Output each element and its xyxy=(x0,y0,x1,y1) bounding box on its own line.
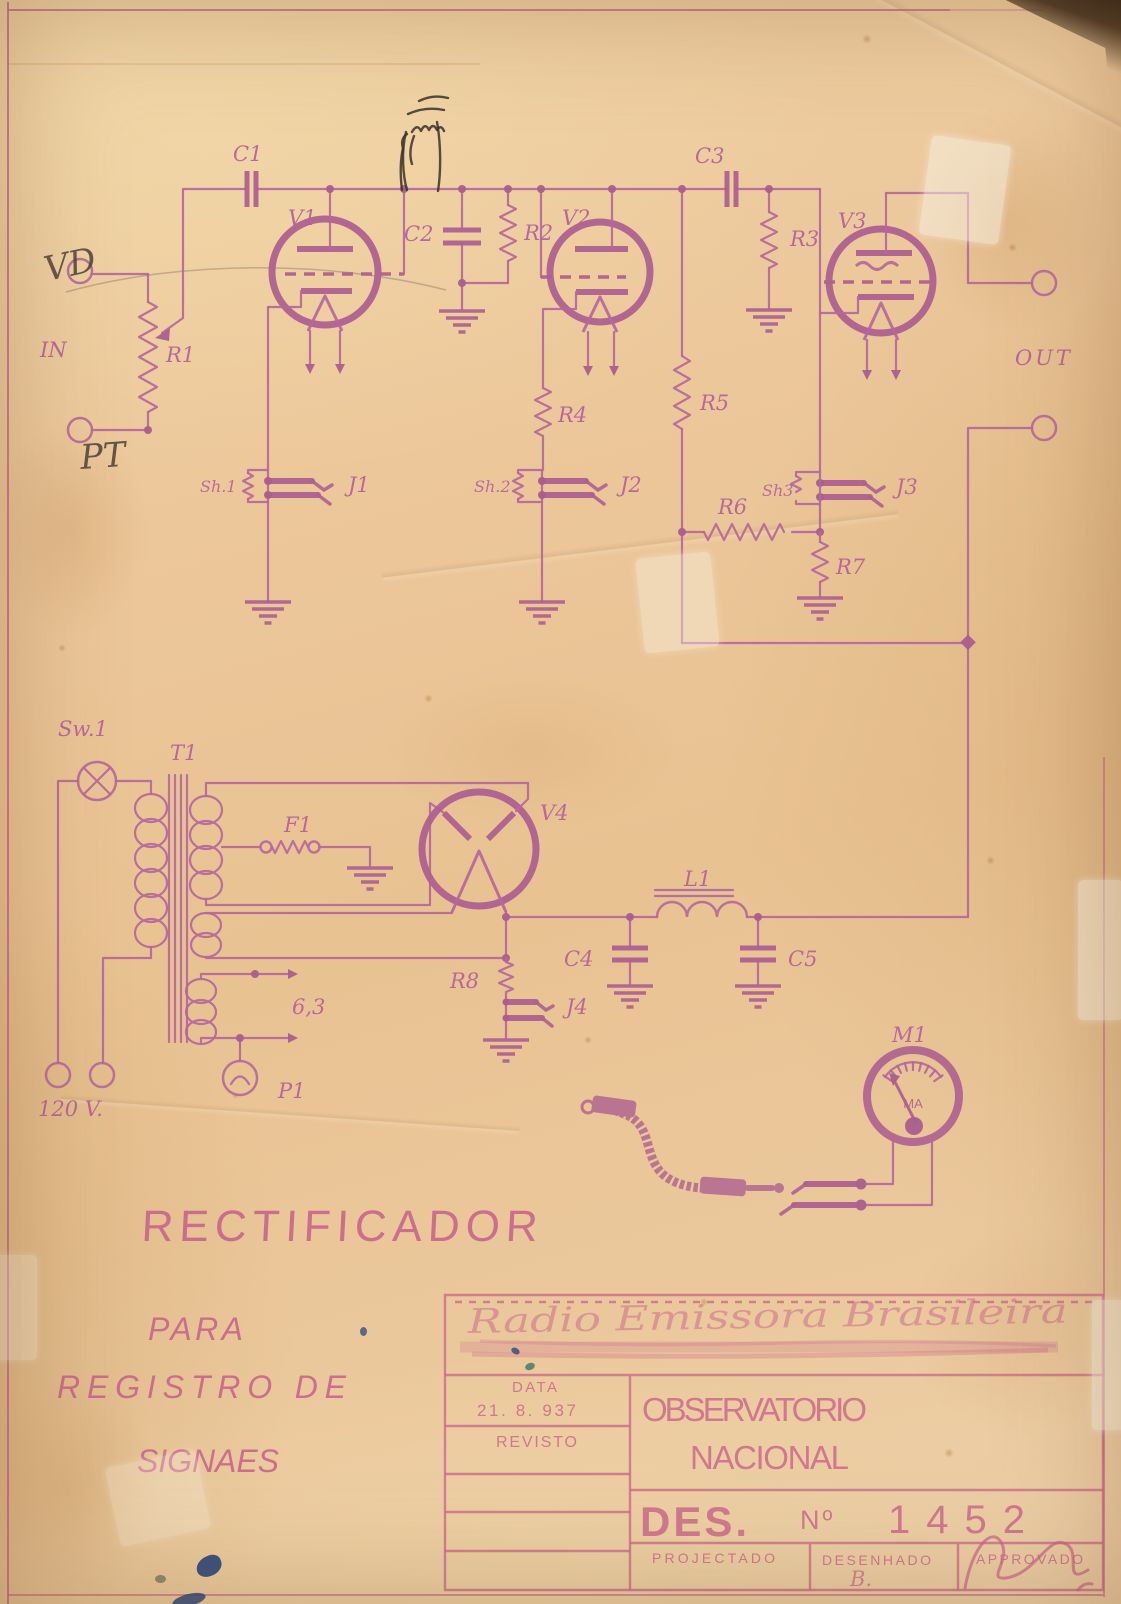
tube-v1: V1 xyxy=(266,185,408,374)
title-block: Radio Emissora Brasileira DATA 21. 8. 93… xyxy=(443,1292,1105,1592)
inductor-l1: L1 xyxy=(653,867,749,919)
jack-j2-shunt-sh2: Sh.2 J2 xyxy=(474,468,642,625)
b-plus-rail xyxy=(680,634,976,651)
label-r3: R3 xyxy=(789,227,819,251)
label-t1: T1 xyxy=(170,741,197,765)
label-mains: 120 V. xyxy=(38,1097,103,1121)
ink-doodle-hand xyxy=(399,95,450,193)
drawing-subtitle-1: PARA xyxy=(148,1311,253,1347)
drawing-number: 1452 xyxy=(888,1498,1028,1542)
capacitor-c5: C5 xyxy=(733,913,817,1009)
label-sw1: Sw.1 xyxy=(58,717,108,741)
resistor-r6: R6 xyxy=(678,495,824,542)
output-terminals: OUT xyxy=(884,191,1073,919)
company-script: Radio Emissora Brasileira xyxy=(466,1292,1068,1342)
jack-j3-shunt-sh3: Sh3 J3 xyxy=(762,468,918,534)
org-name-line1: OBSERVATORIO xyxy=(642,1391,870,1428)
label-sh3: Sh3 xyxy=(762,481,793,500)
resistor-r5: R5 xyxy=(672,185,729,645)
label-sh2: Sh.2 xyxy=(474,477,511,496)
approvado-signature xyxy=(963,1535,1094,1592)
capacitor-c3: C3 xyxy=(695,144,739,207)
resistor-r3: R3 xyxy=(744,185,819,333)
desenhado-label: DESENHADO xyxy=(822,1552,934,1568)
label-c1: C1 xyxy=(233,142,262,166)
label-r1: R1 xyxy=(165,343,195,367)
label-v3: V3 xyxy=(838,209,867,233)
capacitor-c2: C2 xyxy=(404,185,510,334)
data-label: DATA xyxy=(512,1379,560,1396)
label-r8: R8 xyxy=(449,969,479,993)
label-l1: L1 xyxy=(683,867,711,891)
label-heater-tap: 6,3 xyxy=(292,995,325,1019)
label-v1: V1 xyxy=(288,206,317,230)
pilot-lamp-p1: P1 xyxy=(221,1059,306,1103)
label-r5: R5 xyxy=(699,391,729,415)
capacitor-c4: C4 xyxy=(564,913,655,1009)
label-v2: V2 xyxy=(562,206,591,230)
projectado-label: PROJECTADO xyxy=(652,1550,778,1566)
label-r7: R7 xyxy=(835,555,866,579)
terminal-label-pt: PT xyxy=(78,435,130,478)
label-r4: R4 xyxy=(557,403,587,427)
patch-cord xyxy=(580,1095,784,1197)
label-c4: C4 xyxy=(564,947,593,971)
date-value: 21. 8. 937 xyxy=(477,1401,579,1420)
label-j1: J1 xyxy=(344,473,370,497)
input-terminals: VD PT IN xyxy=(39,240,447,478)
capacitor-c1: C1 xyxy=(181,142,332,207)
tube-v3: V3 xyxy=(818,187,938,472)
resistor-r2: R2 xyxy=(498,185,553,285)
label-j4: J4 xyxy=(562,995,588,1019)
label-c3: C3 xyxy=(695,144,724,168)
label-sh1: Sh.1 xyxy=(200,477,237,496)
label-c5: C5 xyxy=(788,947,817,971)
potentiometer-r1: R1 xyxy=(137,188,195,434)
fuse-f1: F1 xyxy=(220,813,395,891)
label-j2: J2 xyxy=(616,473,642,497)
resistor-r4: R4 xyxy=(533,386,587,472)
drawing-subtitle-3: SIGNAES xyxy=(137,1443,287,1479)
desenhado-signature: B. xyxy=(849,1567,872,1591)
meter-m1: MA M1 xyxy=(779,1023,963,1216)
terminal-label-in: IN xyxy=(39,338,67,362)
stamp-smear xyxy=(460,1339,1058,1359)
terminal-label-out: OUT xyxy=(1015,346,1073,370)
label-c2: C2 xyxy=(404,222,433,246)
label-r6: R6 xyxy=(717,495,747,519)
jack-j1-shunt-sh1: Sh.1 J1 xyxy=(200,305,370,625)
switch-sw1: Sw.1 xyxy=(44,717,118,1089)
label-r2: R2 xyxy=(523,221,553,245)
label-f1: F1 xyxy=(283,813,312,837)
drawing-title: RECTIFICADOR xyxy=(140,1202,548,1251)
revisto-label: REVISTO xyxy=(496,1434,580,1451)
tube-v4: V4 xyxy=(418,781,569,919)
des-label: DES. xyxy=(640,1498,750,1545)
label-m1: M1 xyxy=(891,1023,927,1047)
no-label: Nº xyxy=(800,1505,835,1535)
tube-v2: V2 xyxy=(537,185,654,390)
pencil-scribble xyxy=(65,266,447,293)
label-j3: J3 xyxy=(892,475,918,499)
transformer-t1: T1 120 V. 6,3 xyxy=(38,741,530,1121)
terminal-label-vd: VD xyxy=(41,240,100,290)
resistor-r7: R7 xyxy=(795,530,866,621)
drawing-subtitle-2: REGISTRO DE xyxy=(57,1369,352,1405)
resistor-r8-jack-j4: R8 J4 xyxy=(449,956,588,1063)
label-p1: P1 xyxy=(277,1079,306,1103)
label-v4: V4 xyxy=(540,801,569,825)
org-name-line2: NACIONAL xyxy=(690,1439,852,1476)
